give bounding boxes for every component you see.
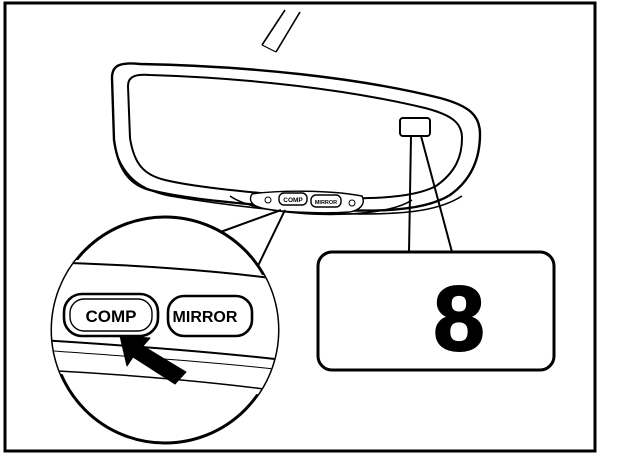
rear-view-mirror [110, 62, 482, 216]
mirror-indicator-left [264, 196, 272, 204]
mirror-display-window [399, 117, 431, 137]
mirror-indicator-right [348, 199, 356, 207]
display-callout-lines [408, 135, 453, 253]
compass-display: 8 [316, 250, 556, 372]
zoom-mirror-label: MIRROR [173, 309, 238, 326]
mirror-small-comp-button[interactable]: COMP [278, 192, 308, 206]
zoom-mirror-button[interactable]: MIRROR [166, 294, 254, 338]
compass-display-readout: 8 [433, 268, 484, 370]
zoom-comp-label: COMP [86, 307, 137, 326]
zoom-comp-button[interactable]: COMP [62, 292, 160, 338]
figure-border [3, 1, 597, 453]
mirror-mount-arm [261, 9, 301, 53]
compass-display-frame [316, 250, 556, 372]
mirror-glass [126, 73, 464, 200]
mirror-small-comp-label: COMP [283, 197, 303, 204]
mirror-small-mirror-button[interactable]: MIRROR [310, 194, 342, 208]
button-callout-lines [214, 209, 286, 273]
mirror-small-mirror-label: MIRROR [315, 200, 337, 206]
press-arrow-icon [119, 335, 187, 385]
